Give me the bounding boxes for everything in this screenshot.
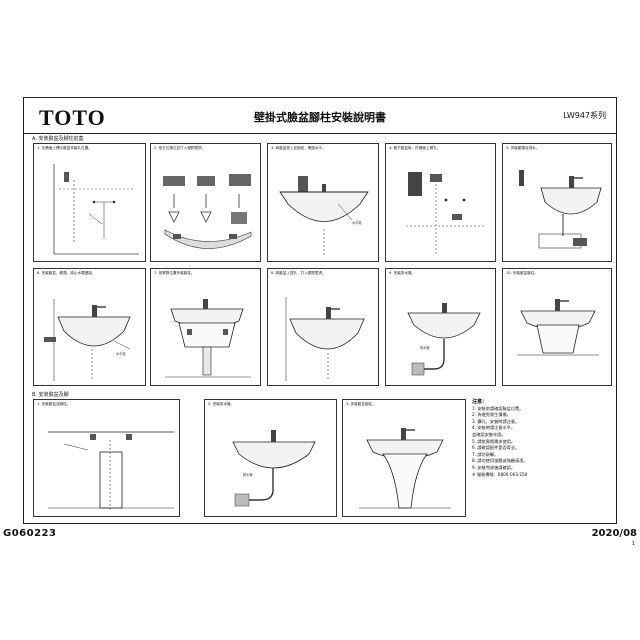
drain-pipe-label: 排水管 xyxy=(420,345,430,350)
level-label: 水平儀 xyxy=(352,220,362,225)
section-b-heading: B. 安裝臉盆及腳 xyxy=(32,391,69,398)
drain-pipe-label-b: 排水管 xyxy=(243,472,253,477)
panel-caption: 1. 在牆面上標示臉盆安裝孔位置。 xyxy=(37,146,92,150)
pedestal-complete-illustration xyxy=(359,428,451,509)
panel-a9: 9. 安裝排水管。 排水管 xyxy=(385,268,496,386)
basin-connection-illustration: 水平儀 xyxy=(44,299,131,381)
drain-pipe-illustration-b: 排水管 xyxy=(232,430,316,507)
panel-b2: 2. 安裝排水管。 排水管 xyxy=(204,399,337,517)
notes-box: 注意： 1. 安裝前請確認臉盆位置。 2. 為避免發生損傷。 3. 鑽孔、安裝時… xyxy=(472,399,632,517)
panel-a2: 2. 依孔位鑽孔並打入塑膠壁虎。 xyxy=(150,143,261,262)
panel-caption: 9. 安裝排水管。 xyxy=(389,271,416,275)
panel-a6: 6. 安裝臉盆、龍頭，將止水閥連接。 水平儀 xyxy=(33,268,146,386)
panel-caption: 2. 依孔位鑽孔並打入塑膠壁虎。 xyxy=(154,146,206,150)
panel-a1: 1. 在牆面上標示臉盆安裝孔位置。 xyxy=(33,143,146,262)
note-item: 7. 請勿敲擊。 xyxy=(472,451,499,457)
panel-a3: 3. 將臉盆掛上並固定，確認水平。 水平儀 xyxy=(267,143,379,262)
pedestal-front-illustration xyxy=(165,299,251,378)
panel-a8: 8. 將臉盆上提孔，打入塑膠壁虎。 xyxy=(267,268,379,386)
note-item: 並確認安裝牢固。 xyxy=(472,431,506,437)
panel-caption: 3. 將臉盆掛上並固定，確認水平。 xyxy=(271,146,326,150)
faucet-installation-illustration xyxy=(519,170,602,249)
panel-a5: 5. 安裝龍頭及排水。 xyxy=(502,143,612,262)
basin-mount-illustration xyxy=(285,297,365,381)
document-date: 2020/08 xyxy=(591,528,637,539)
pedestal-layout-illustration xyxy=(48,431,174,512)
document-code: G060223 xyxy=(3,528,57,539)
panel-caption: 10. 安裝臉盆腳柱。 xyxy=(506,271,539,275)
panel-caption: 7. 依實際位置安裝腳柱。 xyxy=(154,271,195,275)
note-item: 8. 請勿使用強酸或強鹼清潔。 xyxy=(472,458,528,464)
note-item: 9. 安裝完成後請確認。 xyxy=(472,464,516,470)
panel-caption: 2. 安裝排水管。 xyxy=(208,402,235,406)
panel-b1: 1. 安裝臉盆及腳柱。 xyxy=(33,399,180,517)
panel-caption: 8. 將臉盆上提孔，打入塑膠壁虎。 xyxy=(271,271,326,275)
panel-a4: 4. 取下臉盆後，於牆面上鑽孔。 xyxy=(385,143,496,262)
note-item: 1. 安裝前請確認臉盆位置。 xyxy=(472,405,524,411)
wall-drilling-illustration xyxy=(406,172,486,256)
section-a-title: A. 安裝臉盆及腳柱前蓋 xyxy=(32,136,84,142)
drilling-illustration xyxy=(163,174,252,249)
panel-caption: 1. 安裝臉盆及腳柱。 xyxy=(37,402,71,406)
panel-caption: 5. 安裝龍頭及排水。 xyxy=(506,146,540,150)
brand-logo: TOTO xyxy=(39,105,106,130)
model-number: LW947系列 xyxy=(563,111,606,120)
note-item: 2. 為避免發生損傷。 xyxy=(472,412,511,418)
section-a-heading: A. 安裝臉盆及腳柱前蓋 xyxy=(32,135,84,142)
note-item: 5. 請依實際需求使用。 xyxy=(472,438,516,444)
note-item: 4. 安裝時請注意水平， xyxy=(472,425,516,431)
panel-b3: 3. 安裝臉盆腳柱。 xyxy=(342,399,466,517)
panel-caption: 4. 取下臉盆後，於牆面上鑽孔。 xyxy=(389,146,441,150)
note-item: 6. 請確認配件是否齊全。 xyxy=(472,445,520,451)
note-item: 3. 鑽孔、安裝時請注意。 xyxy=(472,418,520,424)
panel-caption: 3. 安裝臉盆腳柱。 xyxy=(346,402,376,406)
document-title: 壁掛式臉盆腳柱安裝說明書 xyxy=(254,111,386,124)
basin-leveling-illustration: 水平儀 xyxy=(279,176,369,256)
instruction-sheet: TOTO 壁掛式臉盆腳柱安裝說明書 LW947系列 A. 安裝臉盆及腳柱前蓋 1… xyxy=(23,97,617,524)
header-row: TOTO 壁掛式臉盆腳柱安裝說明書 LW947系列 xyxy=(24,98,616,134)
pedestal-installed-illustration xyxy=(517,299,599,356)
panel-a7: 7. 依實際位置安裝腳柱。 xyxy=(150,268,261,386)
panel-caption: 6. 安裝臉盆、龍頭，將止水閥連接。 xyxy=(37,271,96,275)
level-label-2: 水平儀 xyxy=(116,351,126,356)
panel-a10: 10. 安裝臉盆腳柱。 xyxy=(502,268,612,386)
drain-pipe-illustration: 排水管 xyxy=(407,303,481,376)
wall-marking-illustration xyxy=(53,164,139,255)
service-hotline: ※ 服務專線：0800-003-250 xyxy=(472,471,528,477)
page-number: 1 xyxy=(631,541,635,547)
notes-title: 注意： xyxy=(472,399,488,405)
section-b-title: B. 安裝臉盆及腳 xyxy=(32,392,69,398)
